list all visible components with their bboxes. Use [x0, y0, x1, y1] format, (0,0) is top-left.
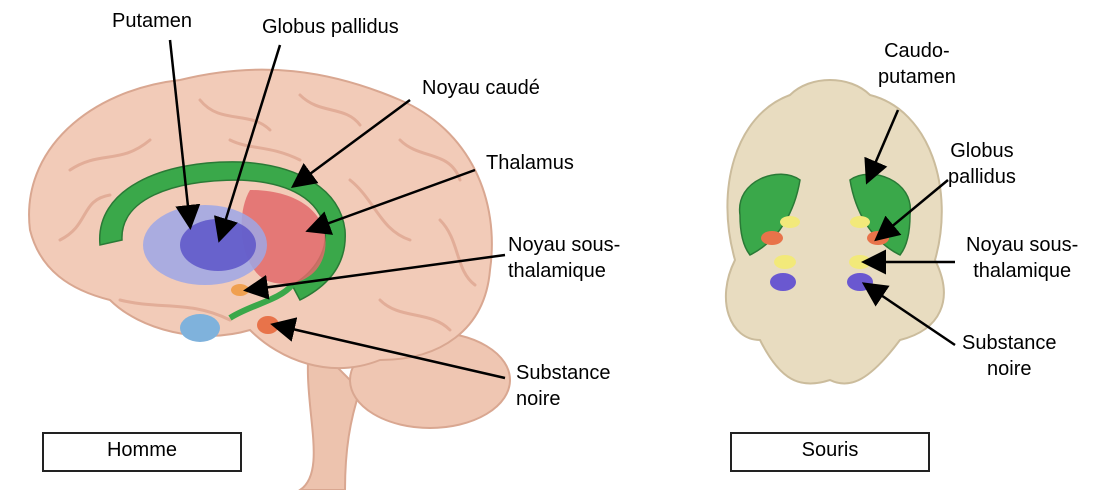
label-globus-pallidus: Globus pallidus: [262, 14, 399, 40]
label-noyau-sous-thalamique-human: Noyau sous- thalamique: [508, 232, 620, 284]
globus-pallidus: [180, 219, 256, 271]
label-mouse-globus-pallidus: Globus pallidus: [948, 138, 1016, 190]
mouse-subthalamic-left: [774, 255, 796, 269]
human-brain: [29, 70, 510, 490]
label-putamen: Putamen: [112, 8, 192, 34]
subthalamic-nucleus: [231, 284, 249, 296]
label-substance-noire-human: Substance noire: [516, 360, 611, 412]
label-mouse-noyau-sous-thalamique: Noyau sous- thalamique: [966, 232, 1078, 284]
mouse-pallidus-red-left: [761, 231, 783, 245]
label-thalamus: Thalamus: [486, 150, 574, 176]
label-caudo-putamen: Caudo- putamen: [878, 38, 956, 90]
label-noyau-caude: Noyau caudé: [422, 75, 540, 101]
mouse-nigra-left: [770, 273, 796, 291]
amygdala: [180, 314, 220, 342]
mouse-pallidus-right: [850, 216, 870, 228]
mouse-brain: [726, 80, 944, 384]
label-mouse-substance-noire: Substance noire: [962, 330, 1057, 382]
caption-souris: Souris: [730, 432, 930, 472]
caption-homme: Homme: [42, 432, 242, 472]
mouse-pallidus-left: [780, 216, 800, 228]
